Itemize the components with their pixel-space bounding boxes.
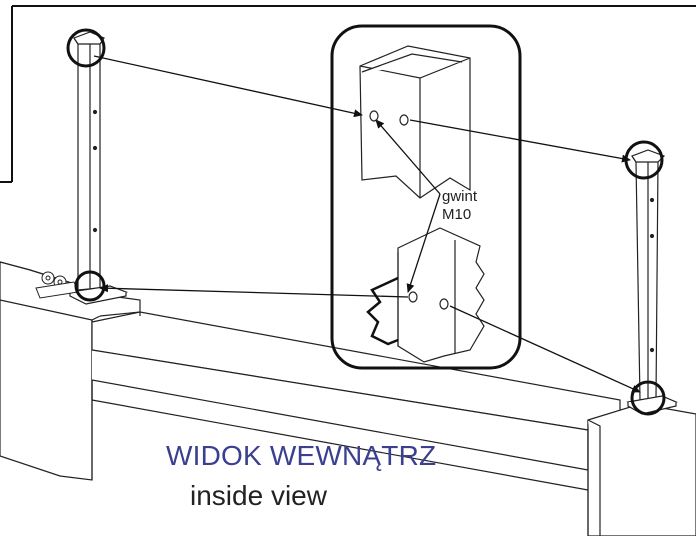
view-title: WIDOK WEWNĄTRZ [166, 440, 437, 471]
thread-callout: gwint M10 [442, 188, 477, 224]
post-right [626, 149, 678, 415]
connector-arrows [93, 55, 641, 393]
thread-label-line2: M10 [442, 206, 472, 223]
detail-inset [330, 24, 522, 370]
concrete-block-right [587, 403, 696, 536]
frame-lines [0, 5, 696, 183]
thread-label-line1: gwint [442, 188, 478, 205]
post-left [68, 31, 129, 305]
view-subtitle: inside view [190, 480, 327, 511]
